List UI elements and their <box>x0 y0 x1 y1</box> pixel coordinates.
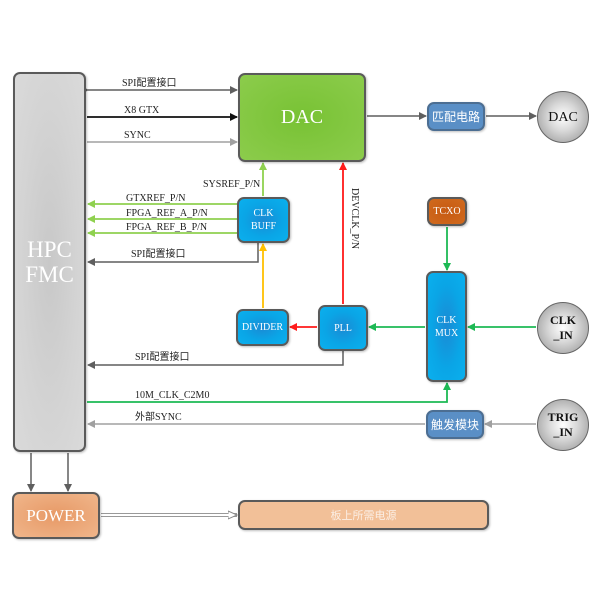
divider-block: DIVIDER <box>236 309 289 346</box>
clk-in-line-1: CLK <box>549 313 576 327</box>
tcxo-block: TCXO <box>427 197 467 226</box>
trigger-module-block: 触发模块 <box>426 410 484 439</box>
label-sysref: SYSREF_P/N <box>203 179 261 190</box>
trig-in-connector: TRIG_IN <box>537 399 589 451</box>
label-10m-clk: 10M_CLK_C2M0 <box>135 390 210 401</box>
dac-output-label: DAC <box>548 109 578 125</box>
matching-circuit-label: 匹配电路 <box>431 110 480 124</box>
clk-buff-line-1: CLK <box>253 208 274 219</box>
label-devclk: DEVCLK_P/N <box>349 188 360 250</box>
label-gtxref: GTXREF_P/N <box>126 193 186 204</box>
label-fpga-ref-a: FPGA_REF_A_P/N <box>126 208 208 219</box>
trig-in-line-2: _IN <box>553 425 573 439</box>
dac-block-label: DAC <box>280 106 324 128</box>
onboard-power-label: 板上所需电源 <box>330 509 397 522</box>
dac-block: DAC <box>238 73 366 162</box>
wire-10m-clk <box>87 382 451 403</box>
onboard-power-block: 板上所需电源 <box>238 500 489 530</box>
hpc-fmc-line-2: FMC <box>25 262 74 287</box>
pll-block: PLL <box>318 305 368 351</box>
label-fpga-ref-b: FPGA_REF_B_P/N <box>126 222 208 233</box>
clk-in-line-2: _IN <box>553 328 573 342</box>
label-spi-clkbuff: SPI配置接口 <box>131 249 186 260</box>
tcxo-label: TCXO <box>433 206 461 217</box>
pll-label: PLL <box>334 322 352 334</box>
label-spi-pll: SPI配置接口 <box>135 352 190 363</box>
matching-circuit-block: 匹配电路 <box>427 102 485 131</box>
clk-buff-block: CLK BUFF <box>237 197 290 243</box>
clk-mux-line-1: CLK <box>436 314 457 326</box>
clk-mux-line-2: MUX <box>434 327 459 339</box>
trigger-module-label: 触发模块 <box>430 418 479 432</box>
power-label: POWER <box>26 505 86 525</box>
trig-in-line-1: TRIG <box>547 410 579 424</box>
wire-spi-clkbuff <box>87 237 262 266</box>
label-x8-gtx: X8 GTX <box>124 105 160 116</box>
clk-buff-line-2: BUFF <box>250 221 276 232</box>
label-sync: SYNC <box>124 130 151 141</box>
label-spi-dac: SPI配置接口 <box>122 78 177 89</box>
dac-output-connector: DAC <box>537 91 589 143</box>
hpc-fmc-line-1: HPC <box>27 237 72 262</box>
wire-spi-pll <box>87 345 347 369</box>
label-ext-sync: 外部SYNC <box>135 412 182 423</box>
divider-label: DIVIDER <box>241 322 284 333</box>
power-block: POWER <box>12 492 100 539</box>
clk-in-connector: CLK_IN <box>537 302 589 354</box>
